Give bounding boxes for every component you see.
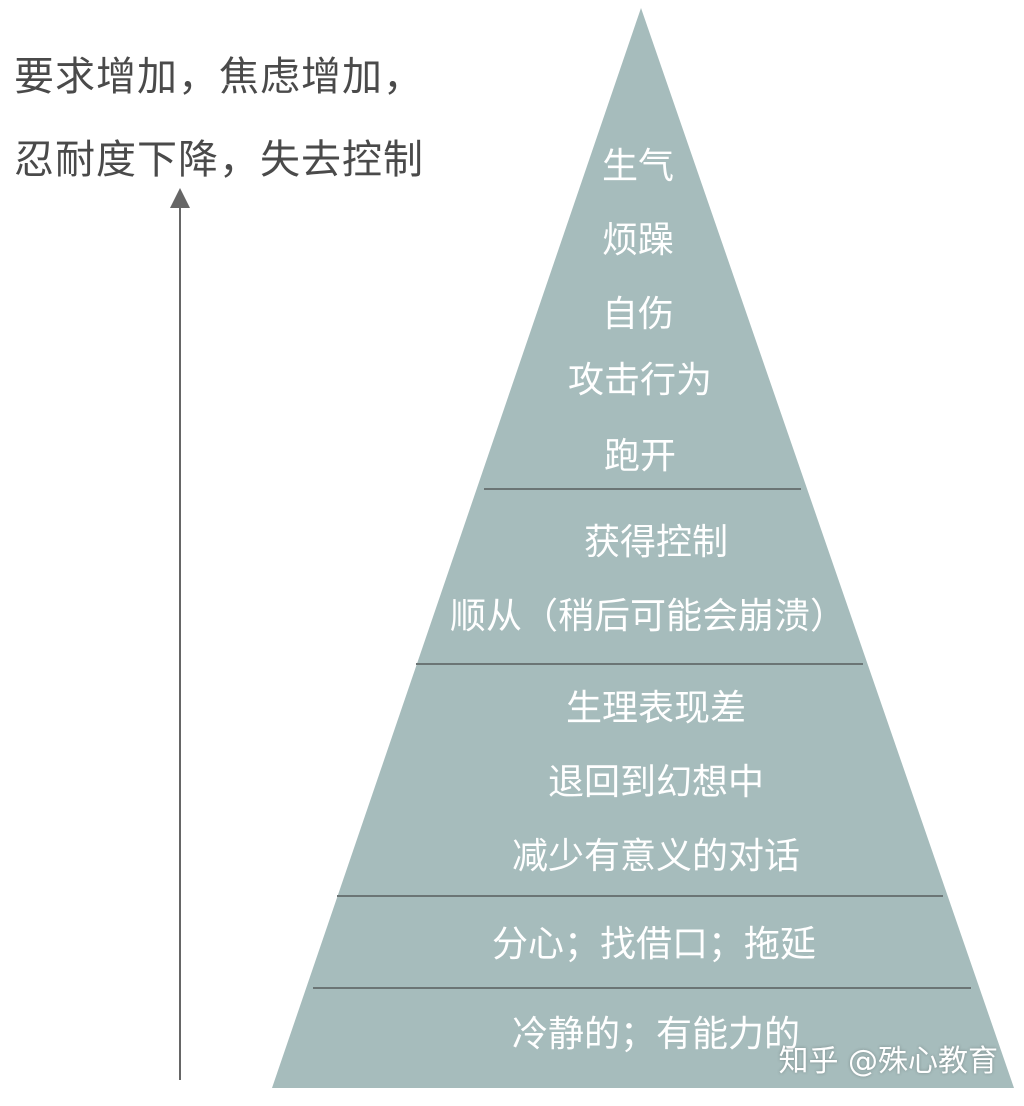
header-line-2: 忍耐度下降，失去控制 bbox=[14, 137, 424, 183]
level-3-line-3: 减少有意义的对话 bbox=[512, 836, 800, 877]
level-4-line-1: 分心；找借口；拖延 bbox=[492, 924, 816, 965]
level-1-line-1: 生气 bbox=[602, 146, 674, 187]
level-1-line-3: 自伤 bbox=[602, 294, 674, 335]
header-line-1: 要求增加，焦虑增加， bbox=[14, 54, 424, 100]
level-5-line-1: 冷静的；有能力的 bbox=[512, 1014, 800, 1055]
level-1-line-4: 攻击行为 bbox=[568, 360, 712, 401]
level-1-line-5: 跑开 bbox=[604, 436, 676, 477]
watermark: 知乎 @殊心教育 bbox=[778, 1044, 998, 1079]
level-2-line-2: 顺从（稍后可能会崩溃） bbox=[450, 596, 846, 637]
level-3-line-2: 退回到幻想中 bbox=[548, 762, 764, 803]
level-3-line-1: 生理表现差 bbox=[566, 688, 746, 729]
level-2-line-1: 获得控制 bbox=[584, 522, 728, 563]
pyramid-shape bbox=[272, 8, 1014, 1088]
level-1-line-2: 烦躁 bbox=[602, 220, 674, 261]
